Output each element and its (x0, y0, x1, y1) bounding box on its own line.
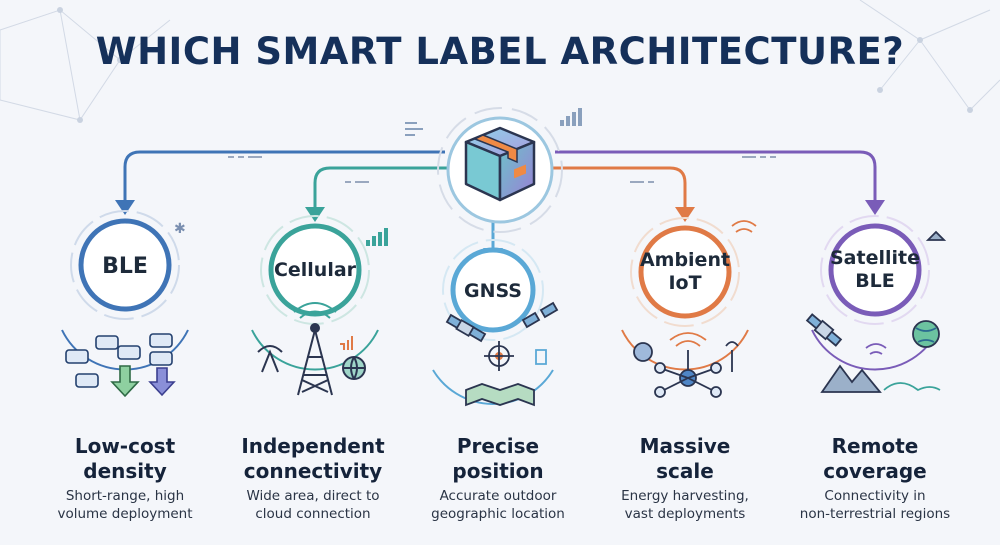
tech-name: BLE (102, 254, 148, 279)
option-heading: Massive scale (590, 434, 780, 484)
option-column-ambient-iot: Massive scale Energy harvesting, vast de… (590, 434, 780, 523)
connector-ambient (552, 166, 687, 212)
arrowhead-satellite (865, 200, 885, 215)
option-heading: Remote coverage (780, 434, 970, 484)
desc-line1: Short-range, high (65, 488, 185, 504)
heading-line1: Precise (456, 434, 540, 458)
energy-network-icon (633, 220, 757, 398)
package-box-icon (464, 126, 536, 202)
desc-line1: Energy harvesting, (621, 488, 749, 504)
option-heading: Precise position (403, 434, 593, 484)
desc-line1: Wide area, direct to (246, 488, 380, 504)
heading-line2: connectivity (243, 459, 383, 483)
arrowhead-ble (115, 200, 135, 215)
connector-ble (123, 150, 445, 205)
hub-package-node (405, 107, 582, 233)
bluetooth-tags-icon (65, 333, 176, 398)
satellite-globe-icon (805, 230, 947, 393)
heading-line2: scale (656, 459, 714, 483)
heading-line1: Independent (241, 434, 385, 458)
desc-line2: cloud connection (255, 506, 371, 522)
satellite-ble-node (805, 215, 947, 393)
desc-line2: vast deployments (624, 506, 746, 522)
satellite-target-map-icon (445, 301, 559, 407)
ble-node: ✱ (61, 210, 189, 398)
desc-line1: Accurate outdoor (439, 488, 557, 504)
option-heading: Low-cost density (30, 434, 220, 484)
option-column-cellular: Independent connectivity Wide area, dire… (218, 434, 408, 523)
desc-line1: Connectivity in (824, 488, 926, 504)
ambient-iot-node (621, 217, 757, 398)
gnss-node (432, 239, 559, 407)
option-description: Wide area, direct to cloud connection (218, 487, 408, 523)
option-description: Short-range, high volume deployment (30, 487, 220, 523)
option-heading: Independent connectivity (218, 434, 408, 484)
tech-name: GNSS (463, 280, 522, 302)
svg-text:✱: ✱ (174, 221, 186, 237)
connector-satellite (555, 150, 877, 205)
heading-line1: Low-cost (74, 434, 176, 458)
tech-name: Cellular (273, 259, 357, 281)
desc-line2: geographic location (431, 506, 565, 522)
cellular-node (251, 215, 388, 396)
option-description: Energy harvesting, vast deployments (590, 487, 780, 523)
arrowhead-cellular (305, 207, 325, 222)
tech-label-gnss: GNSS (443, 280, 543, 303)
heading-line1: Remote (831, 434, 919, 458)
tech-name-line1: Ambient (639, 249, 731, 271)
tech-label-ambient-iot: Ambient IoT (635, 249, 735, 295)
option-column-ble: Low-cost density Short-range, high volum… (30, 434, 220, 523)
heading-line2: coverage (823, 459, 927, 483)
tech-label-cellular: Cellular (265, 259, 365, 282)
tech-label-satellite-ble: Satellite BLE (825, 247, 925, 293)
option-description: Connectivity in non-terrestrial regions (780, 487, 970, 523)
arrowhead-ambient (675, 207, 695, 222)
connector-cellular (313, 166, 450, 212)
option-description: Accurate outdoor geographic location (403, 487, 593, 523)
heading-line2: position (452, 459, 544, 483)
cell-tower-icon (257, 302, 366, 396)
tech-name-line2: BLE (855, 269, 895, 292)
desc-line2: volume deployment (57, 506, 193, 522)
tech-label-ble: BLE (75, 254, 175, 280)
heading-line1: Massive (639, 434, 731, 458)
option-column-satellite-ble: Remote coverage Connectivity in non-terr… (780, 434, 970, 523)
page-title: WHICH SMART LABEL ARCHITECTURE? (95, 30, 905, 73)
option-column-gnss: Precise position Accurate outdoor geogra… (403, 434, 593, 523)
tech-name-line1: Satellite (830, 247, 920, 269)
heading-line2: density (83, 459, 167, 483)
tech-name-line2: IoT (668, 271, 702, 294)
desc-line2: non-terrestrial regions (799, 506, 951, 522)
